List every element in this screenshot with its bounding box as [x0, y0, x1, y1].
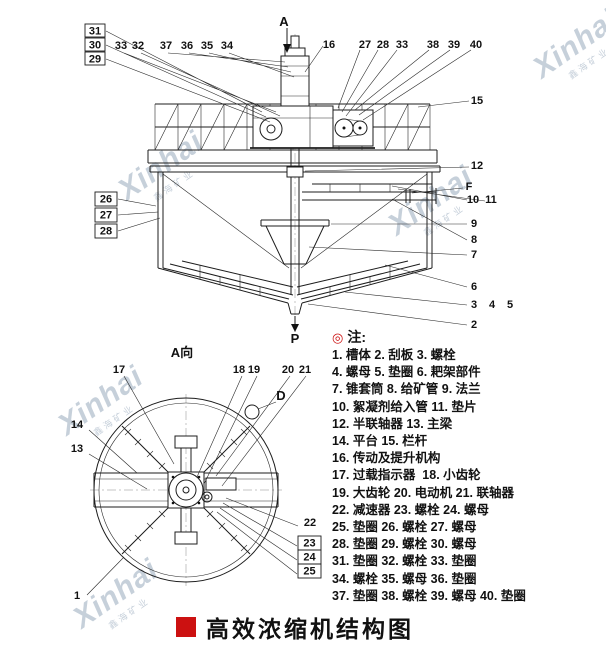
callout-5: 5 — [507, 299, 513, 311]
notes-line: 28. 垫圈 29. 螺栓 30. 螺母 — [332, 537, 477, 552]
top-leader-lines — [86, 375, 307, 596]
technical-drawing: 31 30 29 33 32 37 36 35 34 A 16 27 28 33… — [71, 14, 513, 602]
flocculant-pipe — [312, 180, 433, 192]
callout-16: 16 — [323, 39, 335, 51]
section-a-arrow — [283, 28, 291, 53]
half-coupling — [286, 166, 304, 178]
side-view-callouts: 31 30 29 33 32 37 36 35 34 A 16 27 28 33… — [89, 14, 513, 346]
callout-39: 39 — [448, 39, 460, 51]
notes-line: 22. 减速器 23. 螺栓 24. 螺母 — [332, 502, 489, 517]
notes-line: 34. 螺栓 35. 螺母 36. 垫圈 — [332, 571, 477, 586]
top-view-centerlines — [90, 394, 282, 586]
notes-line: 17. 过载指示器 18. 小齿轮 — [332, 468, 481, 483]
callout-17: 17 — [113, 364, 125, 376]
callout-28-left: 28 — [100, 226, 112, 238]
notes-line: 7. 锥套筒 8. 给矿管 9. 法兰 — [332, 382, 481, 397]
callout-27-top: 27 — [359, 39, 371, 51]
callout-6: 6 — [471, 281, 477, 293]
callout-20: 20 — [282, 364, 294, 376]
rake-arms-plan — [121, 425, 251, 555]
figure-title: 高效浓缩机结构图 — [206, 616, 414, 642]
callout-33-left: 33 — [115, 40, 127, 52]
motor-pulleys — [332, 109, 374, 147]
side-callout-boxes — [84, 23, 118, 239]
detail-d-circle — [244, 404, 260, 420]
notes-header: ◎注: — [332, 328, 604, 347]
notes-line: 12. 半联轴器 13. 主梁 — [332, 416, 453, 431]
side-leader-lines — [105, 30, 486, 326]
callout-34: 34 — [221, 40, 234, 52]
callout-37: 37 — [160, 40, 172, 52]
callout-12: 12 — [471, 160, 483, 172]
view-a-label: A向 — [171, 345, 193, 360]
callout-8: 8 — [471, 234, 477, 246]
callout-29: 29 — [89, 54, 101, 66]
callout-22: 22 — [304, 517, 316, 529]
callout-7: 7 — [471, 249, 477, 261]
notes-line: 37. 垫圈 38. 螺栓 39. 螺母 40. 垫圈 — [332, 588, 526, 603]
top-callout-boxes — [297, 535, 322, 579]
callout-4: 4 — [489, 299, 496, 311]
callout-23: 23 — [303, 538, 315, 550]
callout-13: 13 — [71, 443, 83, 455]
section-a-label: A — [279, 14, 289, 29]
notes-line: 4. 螺母 5. 垫圈 6. 耙架部件 — [332, 365, 481, 380]
callout-27-left: 27 — [100, 210, 112, 222]
callout-35: 35 — [201, 40, 213, 52]
callout-1: 1 — [74, 590, 80, 602]
callout-15: 15 — [471, 95, 483, 107]
notes-line: 1. 槽体 2. 刮板 3. 螺栓 — [332, 348, 456, 362]
tank-inner-circle — [98, 402, 274, 578]
notes-line: 16. 传动及提升机构 — [332, 451, 441, 466]
callout-30: 30 — [89, 40, 101, 52]
notes-header-label: 注: — [347, 329, 367, 345]
callout-9: 9 — [471, 218, 477, 230]
center-drive-plan — [167, 471, 237, 509]
notes-line: 25. 垫圈 26. 螺栓 27. 螺母 — [332, 520, 477, 535]
figure-title-bar: 高效浓缩机结构图 — [176, 610, 414, 644]
callout-33-top: 33 — [396, 39, 408, 51]
callout-19: 19 — [248, 364, 260, 376]
callout-3: 3 — [471, 299, 477, 311]
flange-f-label: F — [466, 181, 473, 193]
notes-line: 10. 絮凝剂给入管 11. 垫片 — [332, 399, 477, 414]
callout-28-top: 28 — [377, 39, 389, 51]
callout-10: 10 — [467, 194, 479, 206]
notes-panel: ◎注: 1. 槽体 2. 刮板 3. 螺栓 4. 螺母 5. 垫圈 6. 耙架部… — [332, 328, 604, 605]
title-red-square-icon — [176, 617, 196, 637]
rake-assembly — [169, 260, 421, 296]
callout-26: 26 — [100, 194, 112, 206]
callout-21: 21 — [299, 364, 311, 376]
callout-2: 2 — [471, 319, 477, 331]
callout-36: 36 — [181, 40, 193, 52]
notes-line: 19. 大齿轮 20. 电动机 21. 联轴器 — [332, 485, 514, 500]
callout-14: 14 — [71, 419, 84, 431]
top-view-drawing — [90, 394, 282, 586]
callout-25: 25 — [303, 566, 315, 578]
feed-pipe — [302, 188, 437, 204]
callout-40: 40 — [470, 39, 482, 51]
discharge-arrow — [291, 316, 299, 332]
side-view-drawing — [147, 28, 441, 332]
notes-line: 14. 平台 15. 栏杆 — [332, 434, 428, 449]
callout-11: 11 — [485, 194, 497, 206]
callout-18: 18 — [233, 364, 245, 376]
top-view-callouts: A向 17 18 19 20 21 D 14 13 22 23 24 25 1 — [71, 345, 317, 602]
drive-mechanism — [252, 35, 334, 149]
notes-line: 31. 垫圈 32. 螺栓 33. 垫圈 — [332, 554, 477, 569]
callout-31: 31 — [89, 26, 101, 38]
discharge-p-label: P — [291, 331, 300, 346]
callout-24: 24 — [303, 552, 316, 564]
feedwell-cone — [260, 219, 330, 265]
callout-32: 32 — [132, 40, 144, 52]
callout-38: 38 — [427, 39, 439, 51]
notes-marker-icon: ◎ — [332, 330, 344, 345]
detail-d-label: D — [276, 388, 285, 403]
platform-deck — [147, 149, 438, 164]
